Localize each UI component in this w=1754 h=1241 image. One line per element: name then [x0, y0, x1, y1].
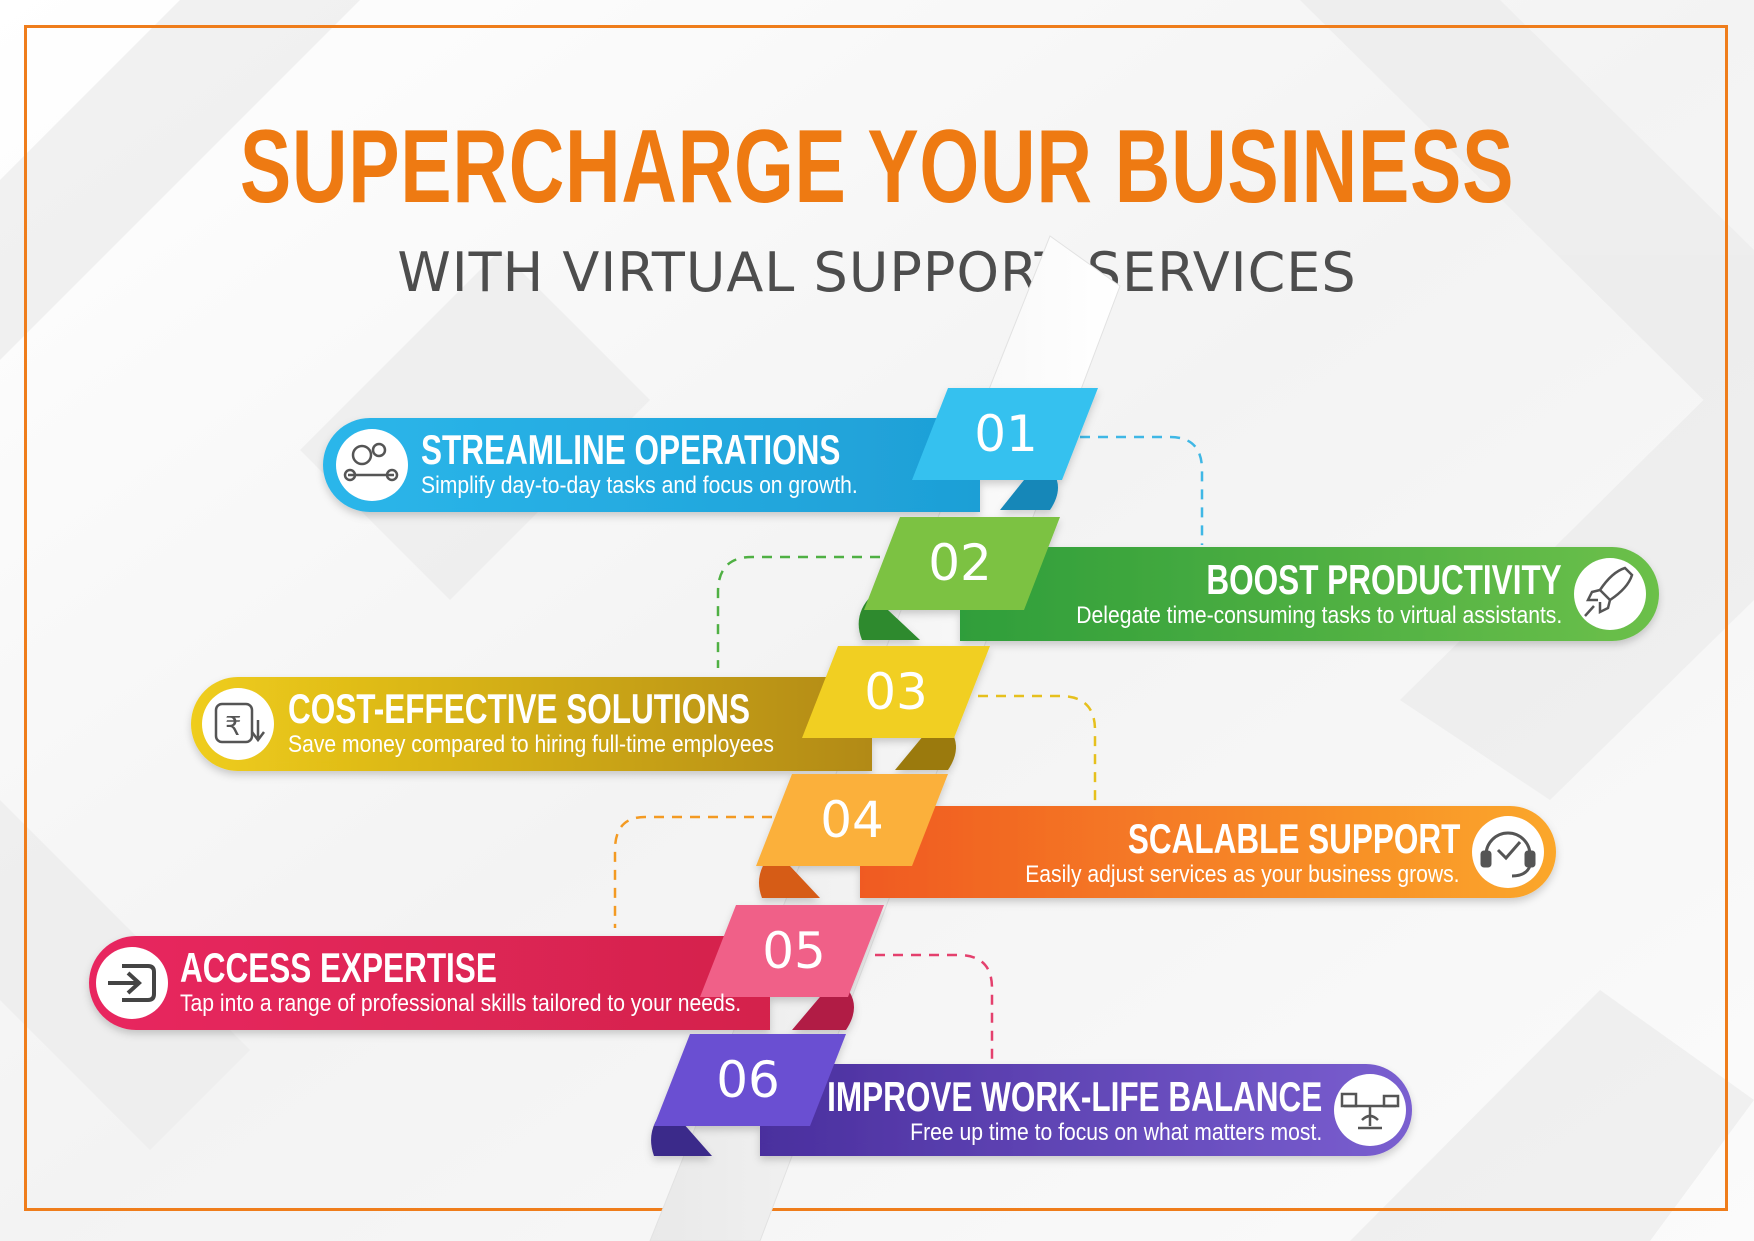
step-5-description: Tap into a range of professional skills … [180, 990, 742, 1017]
connector-3-4 [978, 694, 1097, 805]
step-2-description: Delegate time-consuming tasks to virtual… [1076, 602, 1562, 629]
step-3-bar [191, 677, 872, 771]
step-3-number: 03 [864, 663, 928, 721]
page-border [24, 25, 1728, 1211]
step-2-icon-circle [1574, 558, 1646, 630]
step-3-title: COST-EFFECTIVE SOLUTIONS [288, 685, 751, 732]
step-3-number-tab [802, 646, 990, 738]
page-title: SUPERCHARGE YOUR BUSINESS [239, 109, 1515, 225]
step-5-number: 05 [762, 922, 826, 980]
step-5-title: ACCESS EXPERTISE [180, 944, 497, 991]
step-1-number: 01 [974, 405, 1038, 463]
headset-check-icon [1480, 831, 1536, 878]
connector-5-6 [875, 953, 994, 1060]
step-2-number-tab [864, 517, 1060, 610]
step-6-number: 06 [716, 1051, 780, 1109]
step-4-title: SCALABLE SUPPORT [1127, 815, 1460, 862]
step-4-description: Easily adjust services as your business … [1025, 861, 1460, 888]
step-1-title: STREAMLINE OPERATIONS [421, 426, 841, 473]
step-2-title: BOOST PRODUCTIVITY [1206, 556, 1562, 603]
step-6-description: Free up time to focus on what matters mo… [909, 1119, 1322, 1146]
step-1-icon-circle [336, 429, 408, 501]
step-3-description: Save money compared to hiring full-time … [288, 731, 774, 758]
connector-1-2 [1080, 435, 1204, 545]
login-arrow-icon [108, 964, 156, 1002]
svg-text:₹: ₹ [225, 712, 242, 742]
step-5-number-tab [700, 905, 884, 997]
connector-4-5 [613, 815, 772, 928]
step-4-bar [860, 806, 1556, 898]
rocket-icon [1584, 566, 1634, 617]
step-4-number-tab [756, 774, 948, 866]
rupee-down-icon: ₹ [214, 702, 265, 744]
step-1-bar [323, 418, 980, 512]
gears-conveyor-icon [343, 442, 399, 482]
step-6-bar [760, 1064, 1412, 1156]
step-6-title: IMPROVE WORK-LIFE BALANCE [826, 1073, 1322, 1120]
connector-2-3 [716, 555, 898, 668]
step-6-number-tab [654, 1034, 846, 1126]
step-5-bar [89, 936, 770, 1030]
step-2-number: 02 [928, 534, 992, 592]
step-1-description: Simplify day-to-day tasks and focus on g… [421, 472, 858, 499]
step-2-bar [960, 547, 1659, 641]
balance-scale-icon [1340, 1092, 1400, 1130]
step-4-number: 04 [820, 791, 884, 849]
step-1-number-tab [912, 388, 1098, 480]
page-subtitle: WITH VIRTUAL SUPPORT SERVICES [397, 241, 1357, 304]
